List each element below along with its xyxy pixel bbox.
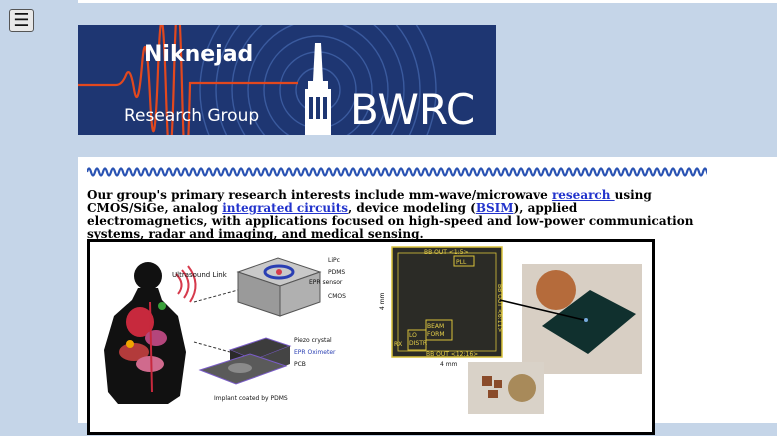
banner-logo: Niknejad Research Group BWRC xyxy=(78,25,496,135)
svg-text:PCB: PCB xyxy=(294,361,306,368)
ultrasound-wave-icon xyxy=(175,265,197,303)
svg-text:PLL: PLL xyxy=(456,259,467,266)
banner-lab-name: BWRC xyxy=(350,85,475,134)
svg-text:BB OUT <1:5>: BB OUT <1:5> xyxy=(424,249,469,256)
banner-group-name: Niknejad xyxy=(144,42,253,67)
banner-group-subtitle: Research Group xyxy=(124,106,259,126)
main-content: Our group's primary research interests i… xyxy=(78,157,777,435)
svg-text:EPR Oximeter: EPR Oximeter xyxy=(294,349,336,356)
research-figure: Ultrasound Link LiPc PDMS EPR sensor CM xyxy=(87,239,655,435)
ultrasound-label: Ultrasound Link xyxy=(172,271,228,279)
svg-text:PDMS: PDMS xyxy=(328,269,345,276)
svg-text:BB OUT <12:16>: BB OUT <12:16> xyxy=(426,351,478,358)
integrated-circuits-link[interactable]: integrated circuits xyxy=(222,201,348,215)
intro-paragraph: Our group's primary research interests i… xyxy=(87,188,694,241)
bsim-link[interactable]: BSIM xyxy=(475,201,514,215)
top-strip xyxy=(78,0,777,3)
svg-text:FORM: FORM xyxy=(427,331,445,338)
research-figure-graphic: Ultrasound Link LiPc PDMS EPR sensor CM xyxy=(104,246,642,414)
svg-text:Implant coated by PDMS: Implant coated by PDMS xyxy=(214,395,288,402)
svg-text:4 mm: 4 mm xyxy=(379,292,386,310)
campanile-tower-icon xyxy=(305,43,331,135)
stack-layer-labels: LiPc PDMS EPR sensor CMOS Piezo crystal … xyxy=(214,257,346,402)
hamburger-menu-icon: ☰ xyxy=(13,9,30,31)
banner-graphic: Niknejad Research Group BWRC xyxy=(78,25,475,135)
research-link[interactable]: research xyxy=(551,188,615,202)
implant-stack-diagram xyxy=(193,257,322,385)
svg-text:EPR sensor: EPR sensor xyxy=(309,279,343,286)
svg-text:BEAM: BEAM xyxy=(427,323,444,330)
packaged-chip-photo xyxy=(499,264,642,374)
signal-wave xyxy=(78,25,298,135)
svg-text:LiPc: LiPc xyxy=(328,257,340,264)
svg-text:4 mm: 4 mm xyxy=(440,361,458,368)
wave-divider xyxy=(87,167,707,177)
small-chips-photo xyxy=(468,362,544,414)
svg-text:Piezo crystal: Piezo crystal xyxy=(294,337,332,344)
svg-text:BB OUT <6:11>: BB OUT <6:11> xyxy=(496,284,503,332)
human-body-figure xyxy=(104,262,186,404)
svg-text:RX: RX xyxy=(394,341,402,348)
svg-text:LO: LO xyxy=(409,332,417,339)
svg-text:DISTR: DISTR xyxy=(409,340,427,347)
menu-button[interactable]: ☰ xyxy=(9,9,34,32)
svg-text:CMOS: CMOS xyxy=(328,293,346,300)
chip-die-photo: BB OUT <1:5> PLL BB OUT <6:11> BB OUT <1… xyxy=(379,246,503,368)
